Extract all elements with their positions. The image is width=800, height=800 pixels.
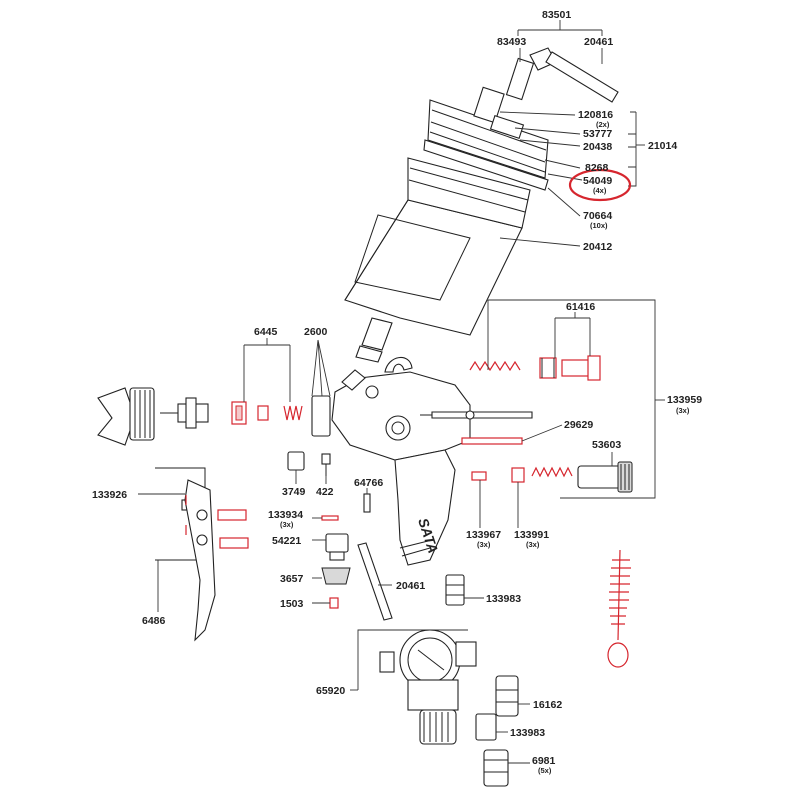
label-133934: 133934 [268, 509, 303, 521]
qty-6981: (5x) [538, 766, 552, 775]
lid-gasket[interactable] [423, 139, 549, 191]
cup-assembly [344, 47, 619, 363]
cleaning-brush[interactable] [607, 549, 631, 668]
qty-133959: (3x) [676, 406, 690, 415]
gun-inlet[interactable] [341, 369, 366, 391]
label-6486: 6486 [142, 615, 166, 627]
lid-valve[interactable] [473, 86, 505, 124]
label-8268: 8268 [585, 162, 609, 174]
gun-handle[interactable] [394, 449, 456, 566]
part-54221[interactable] [325, 533, 349, 553]
label-20438: 20438 [583, 141, 612, 153]
needle-assembly [420, 355, 633, 493]
label-21014: 21014 [648, 140, 677, 152]
part-labels: 83501 83493 20461 120816 (2x) 53777 2043… [92, 9, 702, 775]
part-133926-b[interactable] [219, 537, 249, 549]
qty-120816: (2x) [596, 120, 610, 129]
bracket-133959 [488, 299, 656, 499]
part-422[interactable] [321, 453, 331, 465]
label-54049: 54049 [583, 175, 612, 187]
label-29629: 29629 [564, 419, 593, 431]
leader-lines [138, 20, 645, 764]
label-6981: 6981 [532, 755, 556, 767]
label-2600: 2600 [304, 326, 328, 338]
label-133967: 133967 [466, 529, 501, 541]
label-53603: 53603 [592, 439, 621, 451]
part-6981[interactable] [483, 749, 509, 787]
qty-54049: (4x) [593, 186, 607, 195]
air-cap-ring[interactable] [129, 387, 155, 441]
part-53603-knob[interactable] [577, 465, 623, 489]
label-6445: 6445 [254, 326, 278, 338]
label-83501: 83501 [542, 9, 571, 21]
regulator-assembly [357, 629, 477, 745]
cup-neck[interactable] [361, 317, 393, 351]
part-6445-group [231, 401, 303, 425]
qty-70664: (10x) [590, 221, 608, 230]
angle-connector[interactable] [505, 57, 535, 101]
part-133983-upper[interactable] [445, 574, 465, 606]
part-133991[interactable] [511, 467, 525, 483]
hose-tube[interactable] [545, 51, 619, 103]
label-61416: 61416 [566, 301, 595, 313]
gun-air-valve[interactable] [365, 385, 379, 399]
part-16162[interactable] [495, 675, 519, 717]
label-83493: 83493 [497, 36, 526, 48]
part-133926-a[interactable] [217, 509, 247, 521]
qty-133991: (3x) [526, 540, 540, 549]
highlight-54049 [568, 168, 632, 202]
part-29629[interactable] [461, 437, 523, 445]
regulator-knob[interactable] [419, 709, 457, 745]
label-54221: 54221 [272, 535, 301, 547]
part-133934[interactable] [321, 515, 339, 521]
qty-133967: (3x) [477, 540, 491, 549]
needle-spring-red[interactable] [469, 360, 521, 372]
hose-20461-mid[interactable] [357, 542, 393, 621]
label-64766: 64766 [354, 477, 383, 489]
part-3657[interactable] [321, 567, 351, 585]
paint-needle[interactable] [431, 411, 533, 419]
label-133991: 133991 [514, 529, 549, 541]
label-1503: 1503 [280, 598, 304, 610]
gun-body: SATA [331, 357, 471, 566]
part-133983-lower[interactable] [475, 713, 497, 741]
label-422: 422 [316, 486, 334, 498]
qty-133934: (3x) [280, 520, 294, 529]
label-3657: 3657 [280, 573, 304, 585]
part-133967[interactable] [471, 471, 487, 481]
air-cap-assembly [97, 387, 209, 446]
part-2600-baffle[interactable] [311, 395, 331, 437]
gun-hook[interactable] [384, 357, 413, 373]
label-133983-b: 133983 [510, 727, 545, 739]
part-64766[interactable] [363, 493, 371, 513]
part-61416-a[interactable] [539, 357, 557, 379]
label-120816: 120816 [578, 109, 613, 121]
label-133983-a: 133983 [486, 593, 521, 605]
label-20461-mid: 20461 [396, 580, 425, 592]
label-133926: 133926 [92, 489, 127, 501]
label-20461-top: 20461 [584, 36, 613, 48]
label-20412: 20412 [583, 241, 612, 253]
adjust-spring[interactable] [531, 466, 573, 478]
label-133959: 133959 [667, 394, 702, 406]
part-6486-trigger[interactable] [184, 479, 216, 642]
cup-window [354, 214, 471, 301]
label-53777: 53777 [583, 128, 612, 140]
part-1503[interactable] [329, 597, 339, 609]
regulator-body[interactable] [407, 679, 459, 711]
part-6445-spring[interactable] [283, 405, 303, 421]
part-3749[interactable] [287, 451, 305, 471]
label-16162: 16162 [533, 699, 562, 711]
trigger-assembly [155, 467, 249, 642]
label-3749: 3749 [282, 486, 306, 498]
label-65920: 65920 [316, 685, 345, 697]
label-70664: 70664 [583, 210, 612, 222]
part-6445-b[interactable] [257, 405, 269, 421]
air-cap-horns[interactable] [97, 387, 133, 446]
